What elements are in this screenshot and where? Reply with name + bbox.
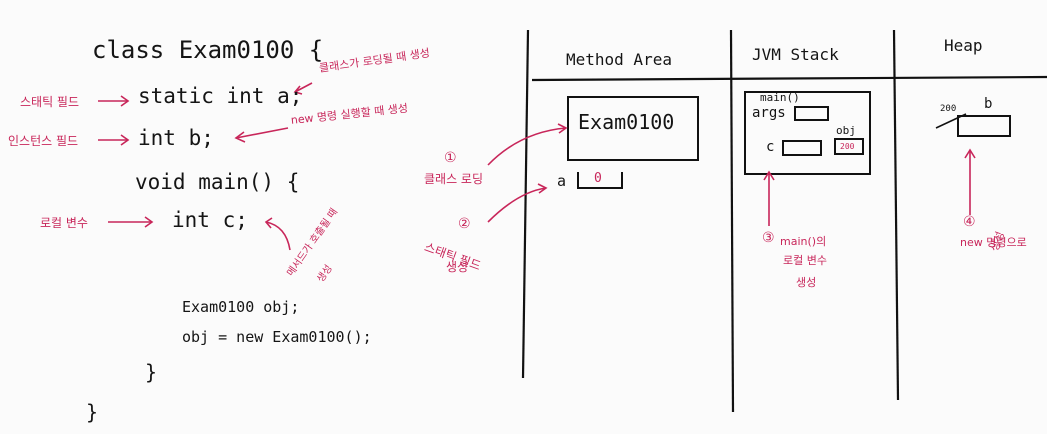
- method-area-title: Method Area: [566, 50, 672, 69]
- static-field-declaration: static int a;: [138, 84, 303, 108]
- method-area-left-border: [521, 29, 530, 379]
- heap-object-box: [957, 115, 1011, 137]
- class-declaration: class Exam0100 {: [92, 36, 324, 64]
- static-field-label: 스태틱 필드: [20, 95, 80, 109]
- method-close-brace: }: [145, 360, 158, 384]
- heap-address-underline: [935, 113, 967, 129]
- step2-number: ②: [458, 216, 471, 232]
- main-method-declaration: void main() {: [135, 170, 300, 194]
- step3-text-2: 로컬 변수: [783, 254, 827, 267]
- static-var-box: [577, 172, 623, 189]
- c-box: [782, 140, 822, 156]
- obj-box: [834, 138, 864, 155]
- step3-text-3: 생성: [796, 276, 817, 289]
- local-var-declaration: int c;: [172, 208, 248, 232]
- step2-text-2: 생성: [446, 260, 469, 274]
- obj-declaration: Exam0100 obj;: [182, 298, 300, 316]
- arrow-static-note: [294, 82, 313, 93]
- static-var-name: a: [557, 172, 567, 190]
- args-label: args: [752, 105, 786, 121]
- args-box: [794, 106, 829, 121]
- obj-label: obj: [836, 124, 856, 137]
- obj-assignment: obj = new Exam0100();: [182, 328, 372, 346]
- jvm-heap-divider: [892, 29, 900, 401]
- step1-number: ①: [444, 150, 457, 166]
- arrow-step2: [487, 187, 547, 223]
- method-jvm-divider: [729, 29, 735, 413]
- local-var-label: 로컬 변수: [40, 216, 88, 230]
- step4-number: ④: [963, 214, 976, 230]
- heap-title: Heap: [944, 36, 983, 55]
- class-box-label: Exam0100: [578, 110, 675, 134]
- arrow-step1: [487, 127, 567, 166]
- static-var-value: 0: [594, 171, 602, 186]
- class-close-brace: }: [86, 400, 99, 424]
- arrow-instance-note: [235, 127, 289, 139]
- step3-number: ③: [762, 230, 775, 246]
- class-box: [567, 96, 699, 161]
- arrow-local-note: [265, 221, 291, 251]
- heap-address: 200: [940, 104, 957, 114]
- step3-text: main()의: [780, 235, 827, 248]
- instance-field-declaration: int b;: [138, 126, 214, 150]
- step1-text: 클래스 로딩: [424, 172, 484, 186]
- instance-field-label: 인스턴스 필드: [8, 134, 79, 148]
- header-underline: [531, 75, 1047, 82]
- obj-value: 200: [840, 142, 855, 151]
- stack-frame-box: [744, 91, 871, 175]
- jvm-stack-title: JVM Stack: [752, 45, 839, 64]
- stack-frame-label: main(): [760, 91, 800, 104]
- step4-text: new 명령으로: [960, 236, 1027, 249]
- heap-field-label: b: [984, 96, 993, 112]
- c-label: c: [766, 139, 775, 155]
